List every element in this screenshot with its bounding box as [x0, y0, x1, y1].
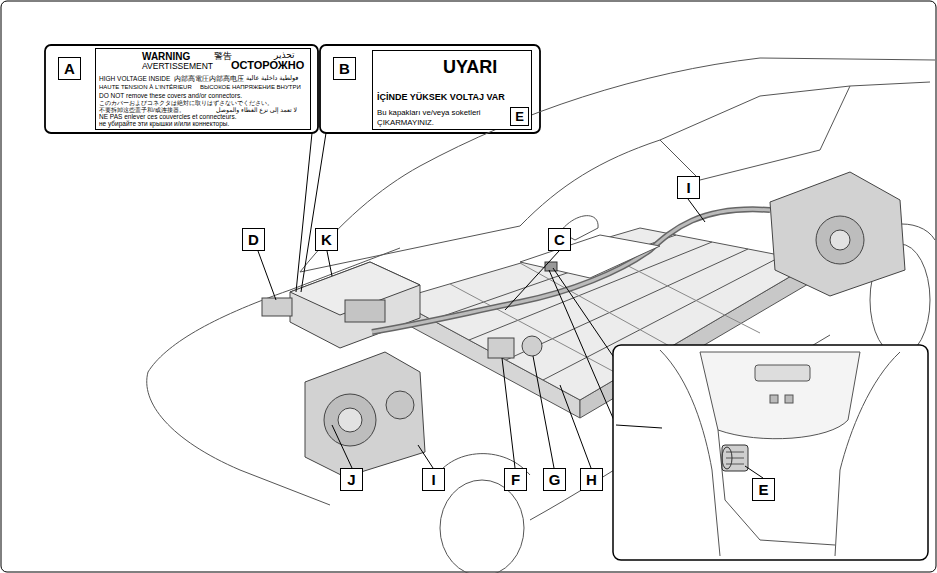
- label-text: İÇİNDE YÜKSEK VOLTAJ VAR: [377, 93, 505, 102]
- front-wheel: [440, 480, 524, 573]
- label-text: 内部高電圧: [174, 76, 209, 83]
- side-window: [660, 86, 850, 180]
- label-text: لا تعمد إلى نزع الغطاء والموصل: [216, 107, 297, 113]
- label-text: DO NOT remove these covers and/or connec…: [99, 93, 242, 100]
- service-plug: [722, 445, 748, 471]
- power-control-unit: [262, 262, 420, 348]
- plug-detail: [726, 452, 744, 464]
- leader-line: [258, 251, 276, 300]
- leader-line: [549, 270, 616, 425]
- motor-detail: [386, 391, 414, 419]
- label-text: 内部高电压: [209, 76, 244, 83]
- air-vent: [755, 365, 810, 381]
- hv-cable: [372, 209, 770, 332]
- front-bumper: [147, 372, 330, 505]
- label-text: فولطية داخلية عالية: [246, 75, 298, 82]
- motor-body: [305, 352, 425, 477]
- callout-letter: A: [58, 57, 81, 80]
- callout-letter: H: [580, 468, 603, 491]
- leader-line: [327, 251, 332, 276]
- motor-detail: [816, 216, 864, 264]
- callout-letter: G: [543, 468, 566, 491]
- inverter-detail: [345, 300, 385, 322]
- callout-letter: E: [510, 107, 529, 126]
- motor-detail: [338, 408, 362, 432]
- leader-line: [505, 251, 559, 310]
- service-plug: [545, 262, 557, 271]
- leader-line: [616, 425, 662, 428]
- callout-letter: C: [548, 228, 571, 251]
- console-rear: [700, 352, 860, 439]
- leader-line: [533, 356, 554, 468]
- label-text: Bu kapakları ve/veya soketleri ÇIKARMAYI…: [377, 108, 507, 127]
- panel-frame: [320, 45, 540, 133]
- plug-handle: [722, 447, 732, 469]
- label-text: WARNING: [142, 52, 190, 62]
- motor-detail: [830, 230, 850, 250]
- leader-line: [301, 133, 326, 292]
- charger-box: [488, 338, 514, 358]
- inset-frame: [613, 345, 928, 560]
- leader-line: [418, 445, 433, 468]
- front-motor: [305, 352, 425, 477]
- label-text: AVERTISSEMENT: [142, 62, 213, 71]
- switch: [785, 395, 793, 403]
- leader-line: [296, 133, 312, 292]
- motor-detail: [324, 394, 376, 446]
- warning-label: WARNING 警告 تحذير AVERTISSEMENT ОСТОРОЖНО HIGH…: [95, 48, 311, 130]
- label-text: 不要拆卸这些盖子和/或连接器。: [99, 107, 185, 113]
- leader-line: [745, 466, 763, 478]
- warning-label: UYARI İÇİNDE YÜKSEK VOLTAJ VAR Bu kapaklar…: [372, 50, 532, 130]
- label-text: HIGH VOLTAGE INSIDE: [99, 76, 170, 83]
- hv-cable: [372, 209, 770, 332]
- callout-letter: I: [422, 468, 445, 491]
- switch: [770, 395, 778, 403]
- label-text: HAUTE TENSION À L'INTÉRIEUR: [99, 84, 192, 90]
- charger-parts: [488, 336, 542, 358]
- callout-letter: B: [333, 57, 356, 80]
- leader-line: [560, 385, 591, 468]
- panel-frame: [45, 45, 318, 133]
- rear-motor: [770, 172, 905, 296]
- callout-letter: E: [752, 478, 775, 501]
- inset: [613, 345, 928, 560]
- motor-body: [770, 172, 905, 296]
- inverter-body: [290, 262, 420, 348]
- callout-letter: D: [242, 228, 265, 251]
- label-text: ОСТОРОЖНО: [231, 60, 304, 71]
- wheel-arch: [430, 454, 530, 490]
- leader-line: [688, 199, 705, 222]
- console-side: [718, 430, 835, 545]
- label-text: このカバーおよびコネクタは絶対に取りはずさないでください。: [99, 100, 273, 106]
- label-text: تحذير: [274, 51, 295, 60]
- roof-edge: [850, 82, 930, 86]
- label-text: 警告: [214, 52, 232, 61]
- callout-letter: F: [504, 468, 527, 491]
- leader-line: [332, 425, 352, 468]
- callout-letter: K: [315, 228, 338, 251]
- label-text: NE PAS enlever ces couvercles et connect…: [99, 114, 237, 121]
- leader-line: [502, 358, 515, 468]
- label-text: UYARI: [443, 58, 497, 76]
- callout-letter: J: [340, 468, 363, 491]
- center-console: [520, 235, 660, 278]
- car-body: [147, 58, 935, 573]
- charger-inlet: [522, 336, 542, 356]
- junction-block: [262, 298, 292, 316]
- callout-letter: I: [677, 176, 700, 199]
- label-text: ВЫСОКОЕ НАПРЯЖЕНИЕ ВНУТРИ: [200, 84, 301, 90]
- label-text: не убирайте эти крышки и/или коннекторы.: [99, 121, 229, 128]
